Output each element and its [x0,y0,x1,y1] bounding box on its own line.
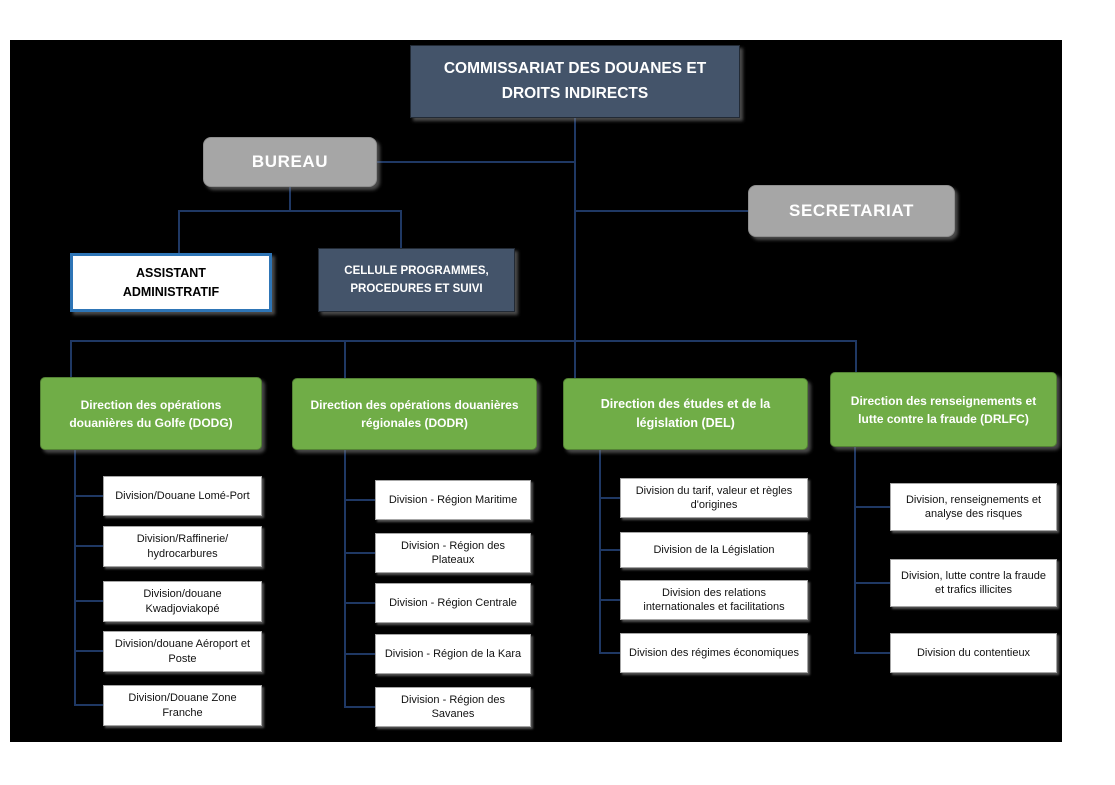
connector-line [599,497,620,499]
connector-line [70,340,856,342]
division-label: Division du tarif, valeur et règles d'or… [635,484,793,511]
connector-line [599,549,620,551]
division-label: Division - Région de la Kara [384,647,522,660]
division-label: Division - Région Centrale [389,596,517,609]
connector-line [855,340,857,373]
division-box: Division - Région des Savanes [375,687,531,727]
cellule-box: CELLULE PROGRAMMES, PROCEDURES ET SUIVI [318,248,515,312]
connector-line [599,599,620,601]
connector-line [377,161,575,163]
secretariat-label: SECRETARIAT [789,201,914,220]
connector-line [178,210,180,253]
root-label: COMMISSARIAT DES DOUANES ET DROITS INDIR… [443,60,707,102]
connector-line [344,450,346,707]
division-box: Division/Raffinerie/ hydrocarbures [103,526,262,567]
connector-line [70,340,72,378]
connector-line [344,499,375,501]
direction-box-drlfc: Direction des renseignements et lutte co… [830,372,1057,447]
direction-box-dodg: Direction des opérations douanières du G… [40,377,262,450]
connector-line [854,447,856,653]
division-label: Division, lutte contre la fraude et traf… [901,569,1046,596]
connector-line [574,118,576,341]
connector-line [74,650,103,652]
division-box: Division du contentieux [890,633,1057,673]
connector-line [74,450,76,705]
division-label: Division, renseignements et analyse des … [905,493,1042,520]
connector-line [344,653,375,655]
connector-line [599,450,601,653]
division-label: Division - Région des Plateaux [401,539,505,566]
division-label: Division des relations internationales e… [643,586,785,613]
direction-label: Direction des renseignements et lutte co… [850,393,1037,426]
connector-line [575,210,748,212]
division-box: Division - Région des Plateaux [375,533,531,573]
division-label: Division/douane Kwadjoviakopé [143,588,222,615]
connector-line [344,602,375,604]
cellule-label: CELLULE PROGRAMMES, PROCEDURES ET SUIVI [344,264,489,295]
division-box: Division/Douane Zone Franche [103,685,262,726]
assistant-box: ASSISTANT ADMINISTRATIF [70,253,272,312]
division-box: Division/Douane Lomé-Port [103,476,262,516]
division-box: Division des régimes économiques [620,633,808,673]
bureau-box: BUREAU [203,137,377,187]
bureau-label: BUREAU [251,152,329,171]
division-box: Division du tarif, valeur et règles d'or… [620,478,808,518]
connector-line [74,545,103,547]
connector-line [344,340,346,379]
division-box: Division, renseignements et analyse des … [890,483,1057,531]
direction-box-dodr: Direction des opérations douanières régi… [292,378,537,450]
connector-line [599,652,620,654]
division-label: Division/Douane Zone Franche [128,692,237,719]
division-box: Division/douane Aéroport et Poste [103,631,262,672]
division-box: Division/douane Kwadjoviakopé [103,581,262,622]
secretariat-box: SECRETARIAT [748,185,955,237]
connector-line [344,552,375,554]
connector-line [574,340,576,379]
connector-line [344,706,375,708]
root-box-commissariat: COMMISSARIAT DES DOUANES ET DROITS INDIR… [410,45,740,118]
direction-label: Direction des études et de la législatio… [600,397,771,430]
connector-line [289,187,291,211]
division-box: Division de la Législation [620,532,808,568]
division-label: Division - Région Maritime [388,493,518,506]
direction-label: Direction des opérations douanières du G… [69,397,233,430]
connector-line [400,210,402,250]
direction-box-del: Direction des études et de la législatio… [563,378,808,450]
division-label: Division du contentieux [916,646,1031,659]
direction-label: Direction des opérations douanières régi… [310,398,519,430]
division-box: Division - Région de la Kara [375,634,531,674]
assistant-label: ASSISTANT ADMINISTRATIF [122,266,220,299]
division-label: Division/douane Aéroport et Poste [114,638,251,665]
division-label: Division/Raffinerie/ hydrocarbures [136,533,229,560]
connector-line [854,582,890,584]
division-box: Division - Région Maritime [375,480,531,520]
division-box: Division, lutte contre la fraude et traf… [890,559,1057,607]
connector-line [854,506,890,508]
connector-line [74,600,103,602]
division-box: Division - Région Centrale [375,583,531,623]
division-label: Division des régimes économiques [629,646,799,659]
connector-line [74,704,103,706]
division-label: Division de la Législation [653,543,775,556]
connector-line [74,495,103,497]
connector-line [854,652,890,654]
division-label: Division/Douane Lomé-Port [115,489,250,502]
division-label: Division - Région des Savanes [401,693,505,720]
connector-line [178,210,402,212]
division-box: Division des relations internationales e… [620,580,808,620]
